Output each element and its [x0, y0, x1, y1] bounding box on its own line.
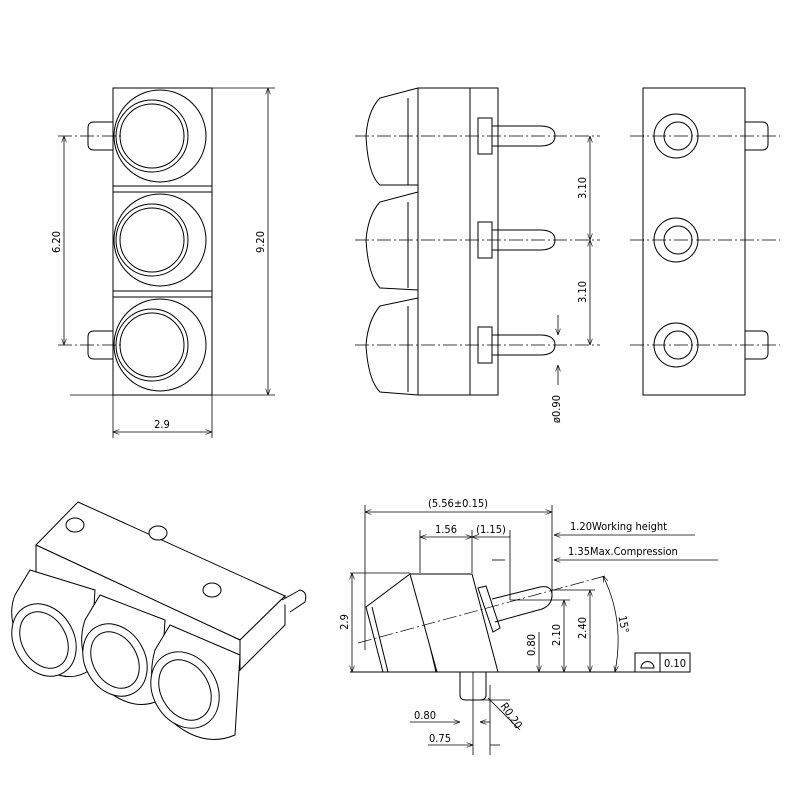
detail-view: 0.10 (5.56±0.15) 1.56 (1.15) 1.20Working…: [338, 497, 718, 755]
profile-surface-icon: [640, 661, 655, 669]
side-pins: [477, 117, 556, 364]
dim-0-80-horizontal: 0.80: [414, 709, 436, 722]
dim-2-10: 2.10: [550, 624, 563, 646]
flatness-tolerance-frame: 0.10: [634, 652, 691, 673]
dim-6-20: 6.20: [50, 231, 63, 253]
back-view: [630, 87, 780, 396]
dim-2-9-height: 2.9: [338, 614, 351, 630]
dim-1-15: (1.15): [476, 523, 506, 536]
contact-bottom: [113, 298, 207, 392]
dim-2-40: 2.40: [576, 617, 589, 639]
dim-angle-15: 15°: [616, 615, 632, 635]
dim-3-10-bottom: 3.10: [576, 281, 589, 303]
dim-0-80-vertical: 0.80: [525, 634, 538, 656]
dim-overall-length: (5.56±0.15): [428, 497, 488, 510]
dim-pin-diameter: ø0.90: [550, 395, 563, 423]
dim-3-10-top: 3.10: [576, 177, 589, 199]
dim-1-56: 1.56: [435, 523, 457, 536]
dim-9-20: 9.20: [254, 231, 267, 253]
front-view: 9.20 6.20 2.9: [50, 87, 275, 438]
dim-2-9: 2.9: [154, 418, 170, 431]
max-compression-label: 1.35Max.Compression: [568, 545, 678, 558]
contact-middle: [113, 193, 207, 287]
dim-radius-0-20: R0.20: [498, 700, 525, 731]
isometric-view: [11, 501, 307, 740]
side-view: 3.10 3.10 ø0.90: [355, 87, 600, 423]
flatness-value: 0.10: [664, 657, 686, 670]
working-height-label: 1.20Working height: [570, 520, 667, 533]
dim-0-75: 0.75: [429, 732, 451, 745]
contact-top: [113, 89, 207, 183]
